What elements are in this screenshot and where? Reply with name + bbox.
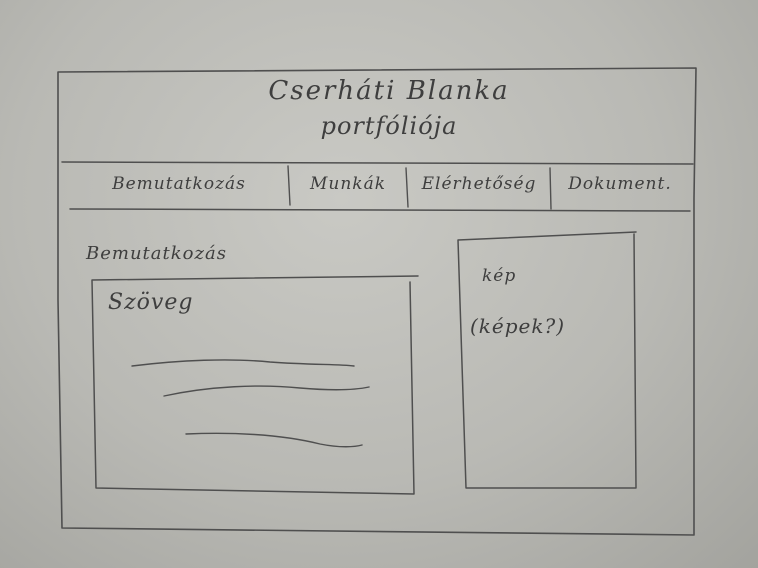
page-subtitle: portfóliója: [320, 112, 458, 140]
image-box-label: kép: [482, 266, 517, 286]
nav-top-rule: [61, 161, 694, 165]
text-box-label: Szöveg: [108, 290, 194, 315]
nav-bottom-rule: [69, 208, 691, 212]
nav-item-bemutatkozas[interactable]: Bemutatkozás: [112, 174, 246, 194]
placeholder-line-3: [185, 432, 363, 448]
nav-divider-2: [405, 167, 409, 208]
nav-divider-1: [287, 165, 291, 206]
section-heading: Bemutatkozás: [86, 243, 227, 264]
text-box-frame: [91, 275, 419, 495]
image-box-frame: [457, 231, 637, 489]
placeholder-line-1: [131, 359, 355, 367]
nav-item-elerhetoseg[interactable]: Elérhetőség: [421, 174, 537, 194]
nav-item-munkak[interactable]: Munkák: [309, 174, 387, 194]
image-box-note: (képek?): [470, 314, 566, 338]
nav-item-dokumentumok[interactable]: Dokument.: [568, 174, 672, 194]
page-title: Cserháti Blanka: [268, 76, 510, 106]
page-frame: [57, 67, 697, 536]
placeholder-line-2: [163, 385, 370, 397]
nav-divider-3: [549, 167, 552, 210]
